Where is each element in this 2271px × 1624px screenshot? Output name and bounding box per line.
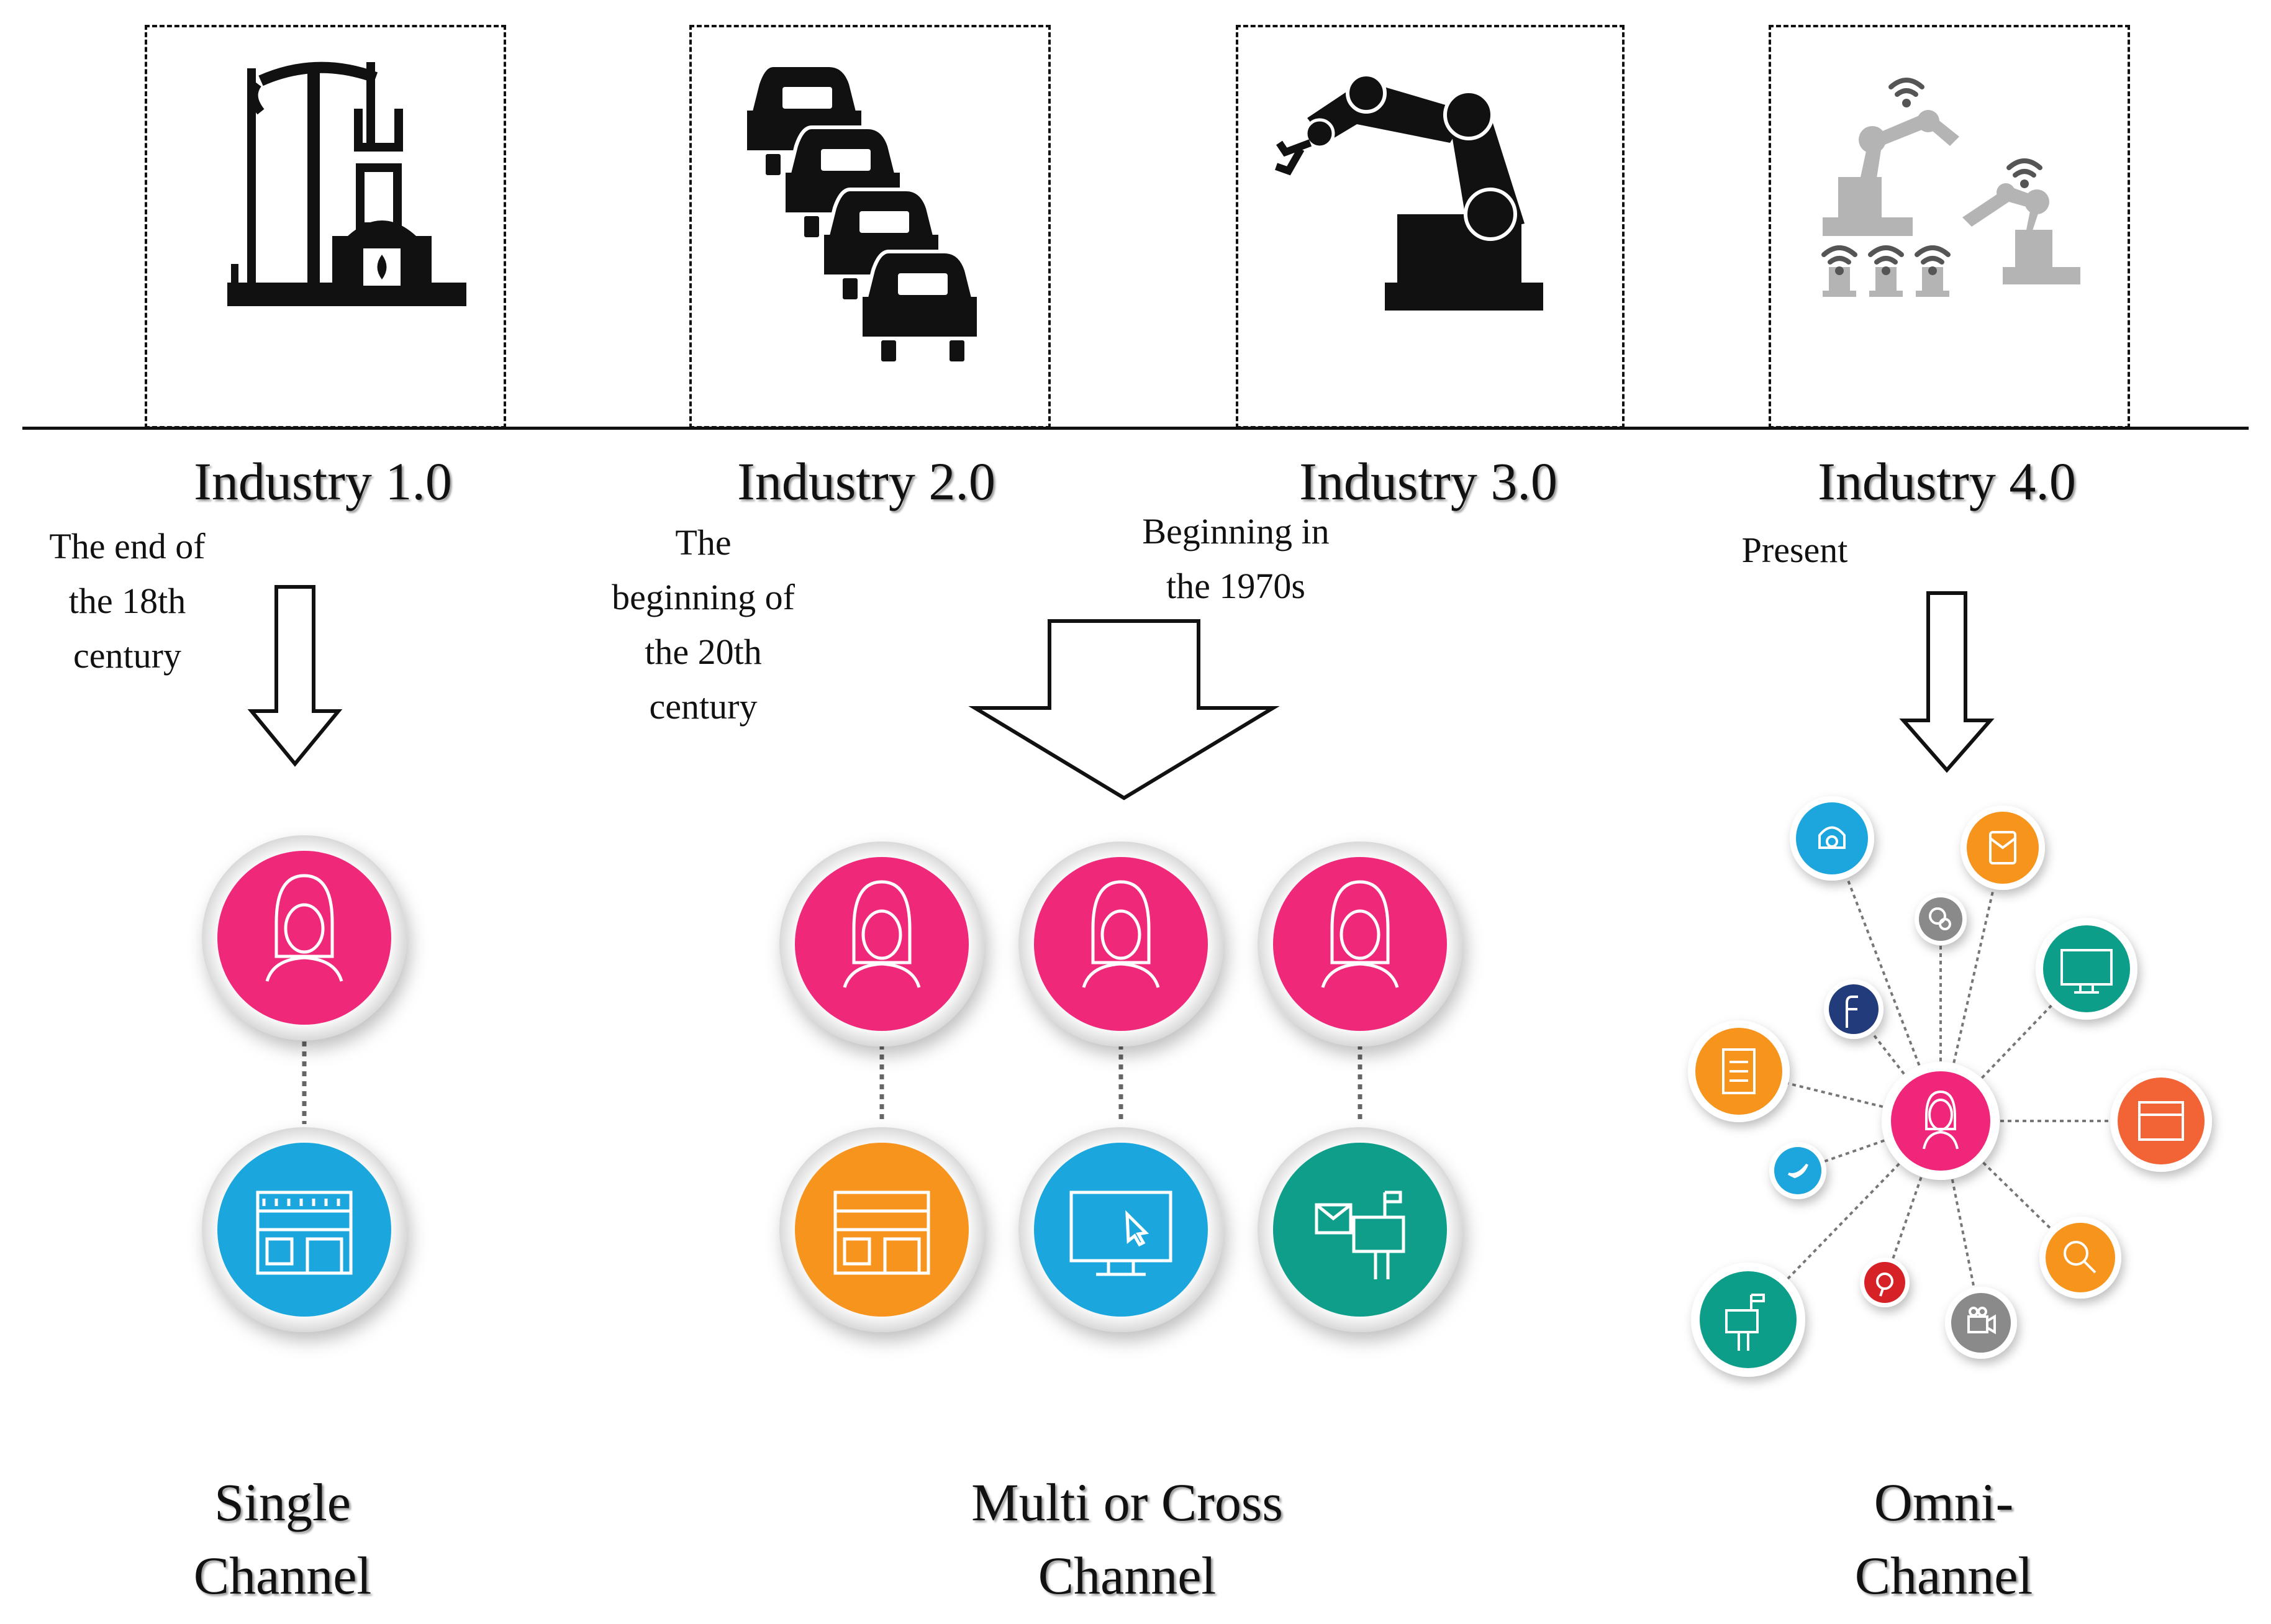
customer-node <box>202 835 407 1040</box>
industry-3-period: Beginning in the 1970s <box>1142 511 1330 606</box>
industry-4-label: Industry 4.0 <box>1818 451 2076 511</box>
timeline-axis <box>22 427 2249 430</box>
industry-1-period: The end of the 18th century <box>49 526 206 676</box>
robot-arm-icon <box>1275 73 1543 311</box>
customer-node-1 <box>779 841 984 1046</box>
multi-channel-label: Multi or Cross Channel <box>971 1472 1283 1605</box>
industry-4-period: Present <box>1741 530 1848 570</box>
multi-channel-arrow <box>968 619 1280 801</box>
customer-node-2 <box>1018 841 1223 1046</box>
store-node <box>779 1127 984 1332</box>
assembly-line-cars-icon <box>743 63 981 365</box>
connected-robots-icon <box>1821 78 2080 297</box>
industry-2-period: The beginning of the 20th century <box>612 522 795 727</box>
omni-channel-graphic <box>1688 796 2212 1377</box>
omni-channel-label: Omni- Channel <box>1854 1472 2033 1605</box>
single-channel-label: Single Channel <box>193 1472 372 1605</box>
mailbox-node <box>1258 1127 1462 1332</box>
industry-1-label: Industry 1.0 <box>194 451 452 511</box>
steam-engine-icon <box>227 61 466 306</box>
customer-node-3 <box>1258 841 1462 1046</box>
single-channel-arrow <box>247 585 343 767</box>
store-node <box>202 1127 407 1332</box>
omni-channel-arrow <box>1899 591 1995 773</box>
industry-3-label: Industry 3.0 <box>1299 451 1557 511</box>
multi-channel-graphic <box>779 841 1462 1332</box>
single-channel-graphic <box>202 835 407 1332</box>
industry-2-label: Industry 2.0 <box>737 451 995 511</box>
computer-node <box>1018 1127 1223 1332</box>
